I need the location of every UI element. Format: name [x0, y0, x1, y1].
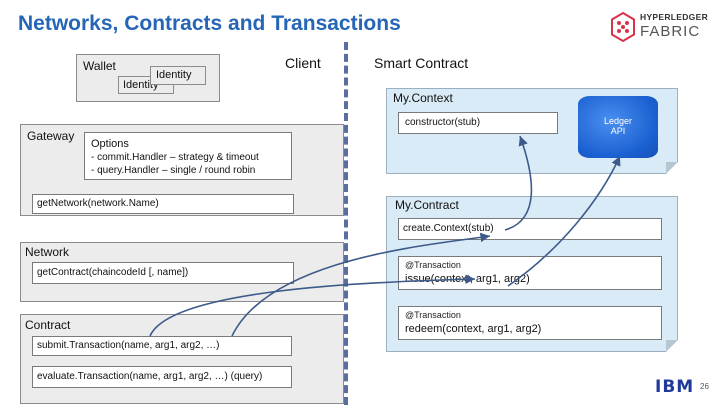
contract-label: Contract — [25, 318, 71, 332]
network-label: Network — [25, 245, 70, 259]
client-contract-divider — [344, 42, 348, 405]
ledger-api-line1: Ledger — [603, 116, 633, 126]
hyperledger-fabric-logo: HYPERLEDGER FABRIC — [610, 10, 715, 44]
issue-method: @Transaction issue(context, arg1, arg2) — [398, 256, 662, 290]
client-heading: Client — [285, 55, 321, 71]
contract-panel: Contract — [20, 314, 344, 404]
redeem-annotation: @Transaction — [405, 310, 461, 320]
redeem-signature: redeem(context, arg1, arg2) — [405, 323, 542, 335]
identity-back-label: Identity — [123, 79, 159, 91]
wallet-label: Wallet — [83, 59, 116, 73]
get-contract-method: getContract(chaincodeId [, name]) — [32, 262, 294, 284]
create-context-method: create.Context(stub) — [398, 218, 662, 240]
submit-transaction-method: submit.Transaction(name, arg1, arg2, …) — [32, 336, 292, 356]
options-title: Options — [91, 138, 129, 150]
options-item: - commit.Handler – strategy & timeout — [91, 152, 259, 163]
identity-label: Identity — [156, 69, 192, 81]
smart-contract-heading: Smart Contract — [374, 55, 469, 71]
constructor-method: constructor(stub) — [398, 112, 558, 134]
my-context-label: My.Context — [393, 91, 453, 105]
options-item: - query.Handler – single / round robin — [91, 165, 256, 176]
issue-annotation: @Transaction — [405, 260, 461, 270]
logo-line1: HYPERLEDGER — [640, 12, 709, 22]
fabric-hex-icon — [611, 12, 635, 42]
issue-signature: issue(context, arg1, arg2) — [405, 273, 530, 285]
redeem-method: @Transaction redeem(context, arg1, arg2) — [398, 306, 662, 340]
gateway-label: Gateway — [27, 129, 75, 143]
get-network-method: getNetwork(network.Name) — [32, 194, 294, 214]
my-contract-label: My.Contract — [395, 198, 459, 212]
page-title: Networks, Contracts and Transactions — [18, 12, 401, 35]
evaluate-transaction-method: evaluate.Transaction(name, arg1, arg2, …… — [32, 366, 292, 388]
page-number: 26 — [700, 382, 709, 391]
gateway-options-box: Options - commit.Handler – strategy & ti… — [84, 132, 292, 180]
submit-transaction-label: submit.Transaction(name, arg1, arg2, …) — [37, 340, 220, 351]
ledger-api-cylinder: Ledger API — [578, 96, 658, 158]
get-network-label: getNetwork(network.Name) — [37, 198, 159, 209]
get-contract-label: getContract(chaincodeId [, name]) — [37, 267, 189, 278]
create-context-label: create.Context(stub) — [403, 223, 494, 234]
ledger-api-line2: API — [610, 126, 626, 136]
constructor-label: constructor(stub) — [405, 117, 481, 128]
identity-card: Identity — [150, 66, 206, 85]
evaluate-transaction-label: evaluate.Transaction(name, arg1, arg2, …… — [37, 371, 263, 382]
logo-line2: FABRIC — [640, 23, 701, 40]
ibm-logo: IBM — [655, 377, 695, 397]
